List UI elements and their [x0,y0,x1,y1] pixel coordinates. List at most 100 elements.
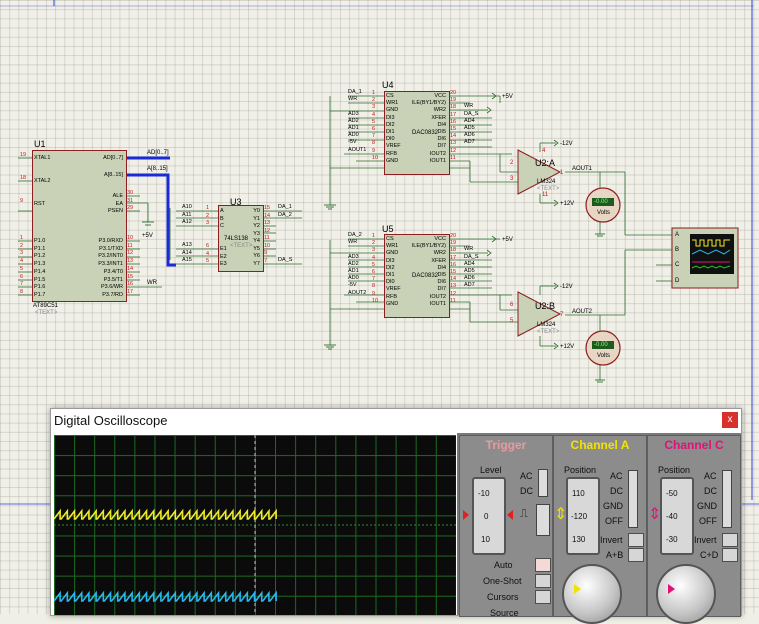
u3-decoder[interactable] [218,205,264,272]
channel-a-volts-knob[interactable] [562,564,622,624]
channel-a-move-icon: ⇕ [554,506,568,523]
pin-number: 20 [450,233,457,239]
opamp-u2a-body [517,149,562,195]
net-label: AD5 [464,125,475,131]
pin-number: 15 [264,205,271,211]
scope-input-d: D [675,278,680,284]
u2a-pin-1: 1 [560,170,564,176]
source-label: Source [490,608,519,618]
pin-name: WR2 [433,250,446,257]
trigger-scale-mid: 0 [484,512,489,521]
pin-name: B [220,215,224,222]
pin-number: 2 [206,212,210,219]
pin-number: 13 [450,140,457,147]
pin-number: 1 [372,90,376,96]
net-label: AD2 [348,117,359,124]
pin-name: A[8..15] [104,172,123,178]
u2a-out-net: AOUT1 [572,166,593,172]
trigger-scale-top: -10 [478,489,490,498]
pin-name: DI0 [386,279,395,286]
pin-number: 13 [127,258,134,265]
pin-number: 1 [206,205,210,211]
channel-c-ac-label: AC [704,471,717,481]
channel-c-coupling-switch[interactable] [722,470,732,528]
channel-a-position-dial[interactable]: 110 -120 130 [566,477,600,555]
u5-dac[interactable] [384,234,450,318]
u2b-pos-supply: +12V [560,344,575,350]
u2b-neg-supply: -12V [560,284,573,290]
net-label: A11 [182,211,192,218]
trigger-edge-switch[interactable] [536,504,550,536]
net-label: AD1 [348,125,359,131]
oscilloscope-window[interactable]: Digital Oscilloscope x Trigger Level -10… [50,408,742,624]
net-label: -5V [348,139,357,146]
u3-ref: U3 [230,197,242,207]
pin-number: 5 [372,261,376,268]
pin-number: 18 [450,247,457,254]
channel-c-position-dial[interactable]: -50 -40 -30 [660,477,694,555]
pin-number: 2 [372,97,376,104]
channel-a-knob-pointer-icon [574,584,581,594]
one-shot-button[interactable] [535,574,551,588]
trigger-section: Trigger Level -10 0 10 AC DC ⎍ Auto One-… [459,435,553,618]
u1-microcontroller[interactable] [32,150,127,302]
u2a-ref: U2:A [535,158,556,168]
trigger-level-dial[interactable]: -10 0 10 [472,477,506,555]
pin-name: P1.6 [34,284,46,291]
pin-name: P1.1 [34,245,46,252]
pin-name: DI1 [386,129,395,135]
channel-c-combo-button[interactable] [722,548,738,562]
net-label: AD6 [464,275,475,282]
u4-dac[interactable] [384,91,450,175]
net-label: DA_2 [348,232,362,238]
u2a-text: <TEXT> [537,186,560,192]
trigger-coupling-switch[interactable] [538,469,548,497]
pin-number: 4 [372,254,376,261]
pin-number: 18 [450,104,457,111]
pin-number: 16 [450,118,457,125]
pin-number: 6 [372,269,376,275]
u5-supply: +5V [502,237,513,243]
pin-name: DI3 [386,114,395,121]
channel-a-combo-button[interactable] [628,548,644,562]
pin-number: 7 [20,281,24,288]
pin-number: 16 [450,261,457,268]
scope-display[interactable] [54,435,456,615]
channel-c-scale-top: -50 [666,489,678,498]
pin-name: ILE(BY1/BY2) [411,100,446,107]
net-label: DA_2 [278,211,292,218]
pin-name: DI7 [437,286,446,293]
pin-name: Y7 [253,260,260,267]
channel-c-volts-knob[interactable] [656,564,716,624]
voltmeter1-reading: -0.00 [594,199,608,205]
pin-number: 4 [372,111,376,118]
channel-c-invert-button[interactable] [722,533,738,547]
pin-name: XTAL1 [34,155,51,161]
auto-button[interactable] [535,558,551,572]
cursors-label: Cursors [487,592,519,602]
pin-number: 31 [127,197,134,204]
pin-number: 8 [372,283,376,290]
u2a-pos-supply: +12V [560,201,575,207]
u2b-part: LM324 [537,322,556,328]
wr-net-label: WR [147,280,157,286]
net-label: AD0 [348,275,359,282]
trigger-marker-right-icon [507,510,513,520]
pin-name: IOUT1 [429,300,446,307]
channel-a-coupling-switch[interactable] [628,470,638,528]
pin-number: 30 [127,190,134,196]
pin-number: 5 [206,258,210,264]
channel-a-invert-button[interactable] [628,533,644,547]
pin-name: XFER [431,114,446,121]
pin-name: DI5 [437,272,446,278]
ea-supply-label: +5V [142,233,153,239]
u2a-neg-supply: -12V [560,141,573,147]
close-button[interactable]: x [722,412,738,428]
pin-name: Y5 [253,245,260,252]
pin-name: IOUT2 [429,293,446,300]
cursors-button[interactable] [535,590,551,604]
pin-name: DI5 [437,129,446,135]
edge-rising-icon: ⎍ [520,508,528,520]
u2b-pin-6: 6 [510,302,514,308]
